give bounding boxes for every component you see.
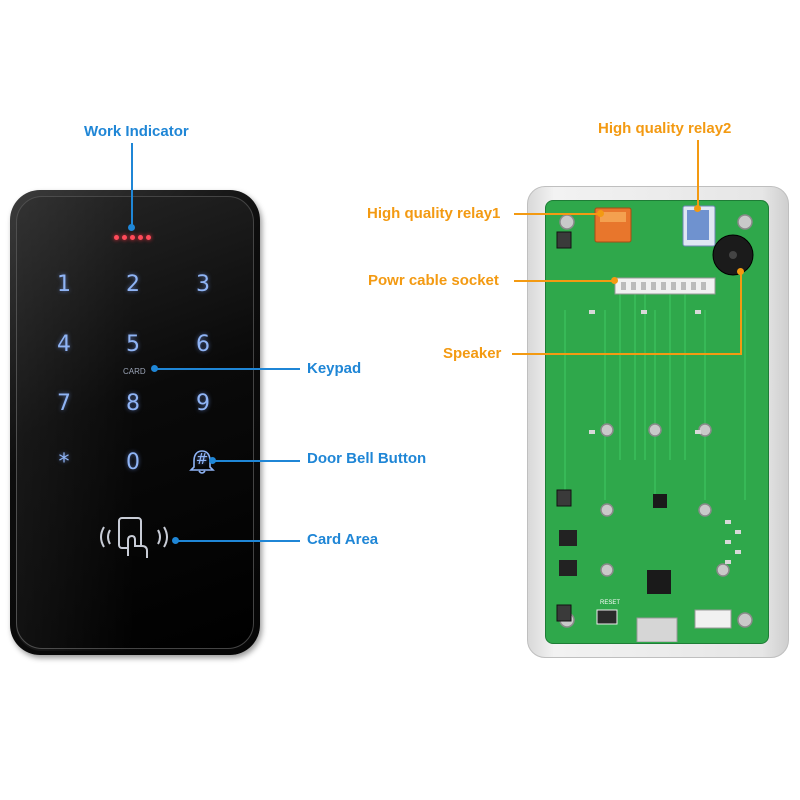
relay1-dot xyxy=(597,210,604,217)
key-3[interactable]: 3 xyxy=(196,272,210,297)
card-area-dot xyxy=(172,537,179,544)
card-area-leader xyxy=(176,540,300,542)
key-9[interactable]: 9 xyxy=(196,391,210,416)
work-indicator-led xyxy=(138,235,143,240)
power-socket-dot xyxy=(611,277,618,284)
relay1-label: High quality relay1 xyxy=(367,205,501,222)
speaker-leader-v xyxy=(740,272,742,355)
door-bell-leader xyxy=(213,460,300,462)
speaker-leader-h xyxy=(512,353,742,355)
relay2-label: High quality relay2 xyxy=(598,120,732,137)
card-reader-icon xyxy=(100,517,168,558)
keypad-device xyxy=(10,190,260,655)
reset-label: RESET xyxy=(600,600,621,606)
keypad-label: Keypad xyxy=(307,360,362,377)
key-hash: # xyxy=(195,450,209,468)
key-6[interactable]: 6 xyxy=(196,332,210,357)
glass-reflection xyxy=(16,196,136,651)
key-star[interactable]: * xyxy=(58,450,70,475)
door-bell-key[interactable]: # xyxy=(188,448,216,476)
power-socket-label: Powr cable socket xyxy=(368,272,499,289)
power-socket-leader xyxy=(514,280,614,282)
card-caption: CARD xyxy=(123,367,146,376)
key-0[interactable]: 0 xyxy=(126,450,140,475)
keypad-dot xyxy=(151,365,158,372)
speaker-dot xyxy=(737,268,744,275)
key-8[interactable]: 8 xyxy=(126,391,140,416)
key-5[interactable]: 5 xyxy=(126,332,140,357)
work-indicator-dot xyxy=(128,224,135,231)
work-indicator-led xyxy=(122,235,127,240)
work-indicator-led xyxy=(146,235,151,240)
keypad-face xyxy=(16,196,254,649)
work-indicator-led xyxy=(130,235,135,240)
bell-icon xyxy=(189,450,215,474)
keypad-leader xyxy=(155,368,300,370)
key-7[interactable]: 7 xyxy=(57,391,71,416)
pcb-details xyxy=(556,205,754,642)
relay1-leader xyxy=(514,213,600,215)
relay2-leader xyxy=(697,140,699,208)
relay2-dot xyxy=(694,205,701,212)
key-2[interactable]: 2 xyxy=(126,272,140,297)
key-1[interactable]: 1 xyxy=(57,272,71,297)
speaker-label: Speaker xyxy=(443,345,502,362)
work-indicator-led xyxy=(114,235,119,240)
work-indicator-label: Work Indicator xyxy=(84,123,189,140)
door-bell-dot xyxy=(209,457,216,464)
key-4[interactable]: 4 xyxy=(57,332,71,357)
card-area-label: Card Area xyxy=(307,531,379,548)
door-bell-button-label: Door Bell Button xyxy=(307,450,427,467)
work-indicator-leader xyxy=(131,143,133,226)
